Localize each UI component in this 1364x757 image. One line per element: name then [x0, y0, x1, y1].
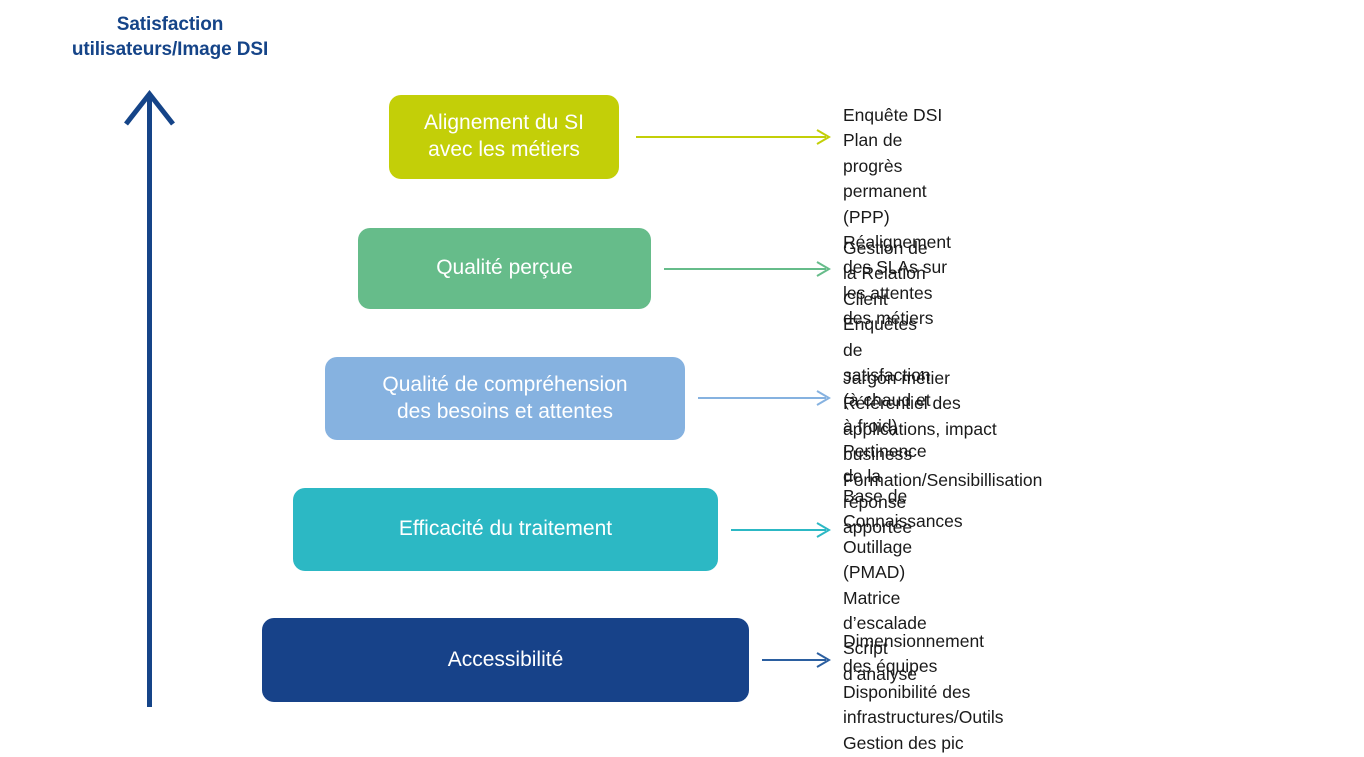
connector-arrow-qualite-percue	[664, 259, 836, 279]
level-notes-qualite-de-comprehension: Jargon métier Référentiel des applicatio…	[843, 368, 1043, 490]
connector-arrow-efficacite-du-traitement	[731, 520, 836, 540]
connector-arrow-alignement-du-si	[636, 127, 836, 147]
connector-arrow-accessibilite	[762, 650, 836, 670]
level-box-efficacite-du-traitement[interactable]: Efficacité du traitement	[293, 488, 718, 571]
connector-arrow-qualite-de-comprehension	[698, 388, 836, 408]
level-box-accessibilite[interactable]: Accessibilité	[262, 618, 749, 702]
axis-title: Satisfaction utilisateurs/Image DSI	[71, 14, 269, 61]
up-arrow-icon	[124, 89, 175, 707]
level-box-qualite-de-comprehension[interactable]: Qualité de compréhension des besoins et …	[325, 357, 685, 440]
level-notes-qualite-percue: Gestion de la Relation Client Enquêtes d…	[843, 238, 931, 538]
level-box-qualite-percue[interactable]: Qualité perçue	[358, 228, 651, 309]
level-box-alignement-du-si[interactable]: Alignement du SI avec les métiers	[389, 95, 619, 179]
level-notes-efficacite-du-traitement: Base de Connaissances Outillage (PMAD) M…	[843, 486, 963, 684]
level-notes-alignement-du-si: Enquête DSI Plan de progrès permanent (P…	[843, 105, 951, 328]
level-notes-accessibilite: Dimensionnement des équipes Disponibilit…	[843, 631, 1004, 753]
vertical-axis-arrow	[118, 85, 182, 710]
